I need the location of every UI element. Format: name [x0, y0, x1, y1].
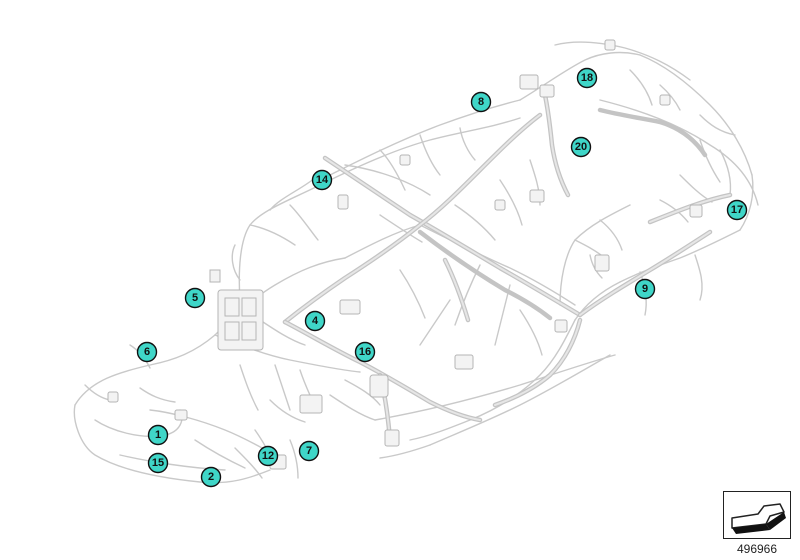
callout-label: 16	[359, 346, 371, 358]
callout-label: 20	[575, 141, 587, 153]
callout-7[interactable]: 7	[298, 440, 320, 462]
callout-9[interactable]: 9	[634, 278, 656, 300]
callout-circle	[570, 136, 592, 158]
callout-circle	[147, 452, 169, 474]
callout-circle	[200, 466, 222, 488]
callout-5[interactable]: 5	[184, 287, 206, 309]
harness-outline	[73, 41, 759, 484]
callout-15[interactable]: 15	[147, 452, 169, 474]
callout-circle	[184, 287, 206, 309]
callout-8[interactable]: 8	[470, 91, 492, 113]
callout-circle	[136, 341, 158, 363]
reference-number: 496966	[736, 542, 778, 556]
callout-20[interactable]: 20	[570, 136, 592, 158]
callout-label: 18	[581, 72, 593, 84]
callout-label: 6	[144, 346, 150, 358]
callout-label: 5	[192, 292, 198, 304]
harness-connectors	[107, 39, 703, 470]
callout-circle	[634, 278, 656, 300]
reference-symbol-box	[723, 491, 791, 539]
callout-label: 1	[155, 429, 161, 441]
callout-18[interactable]: 18	[576, 67, 598, 89]
callout-circle	[354, 341, 376, 363]
callout-16[interactable]: 16	[354, 341, 376, 363]
callout-label: 12	[262, 450, 274, 462]
callout-12[interactable]: 12	[257, 445, 279, 467]
callout-17[interactable]: 17	[726, 199, 748, 221]
callout-circle	[257, 445, 279, 467]
callout-4[interactable]: 4	[304, 310, 326, 332]
callout-circle	[576, 67, 598, 89]
callout-14[interactable]: 14	[311, 169, 333, 191]
callout-circle	[311, 169, 333, 191]
callout-circle	[726, 199, 748, 221]
callout-2[interactable]: 2	[200, 466, 222, 488]
callout-label: 17	[731, 204, 743, 216]
callout-label: 7	[306, 445, 312, 457]
callout-circle	[147, 424, 169, 446]
callout-label: 15	[152, 457, 164, 469]
callout-label: 14	[316, 174, 329, 186]
main-harness-trunks	[282, 92, 733, 443]
callout-1[interactable]: 1	[147, 424, 169, 446]
callout-markers: 1 2 4 5 6 7 8 9	[136, 67, 748, 488]
callout-6[interactable]: 6	[136, 341, 158, 363]
callout-label: 9	[642, 283, 648, 295]
wiring-symbol-icon	[731, 503, 786, 534]
callout-circle	[470, 91, 492, 113]
callout-label: 2	[208, 471, 214, 483]
callout-circle	[298, 440, 320, 462]
callout-label: 4	[312, 315, 319, 327]
callout-label: 8	[478, 96, 484, 108]
callout-circle	[304, 310, 326, 332]
